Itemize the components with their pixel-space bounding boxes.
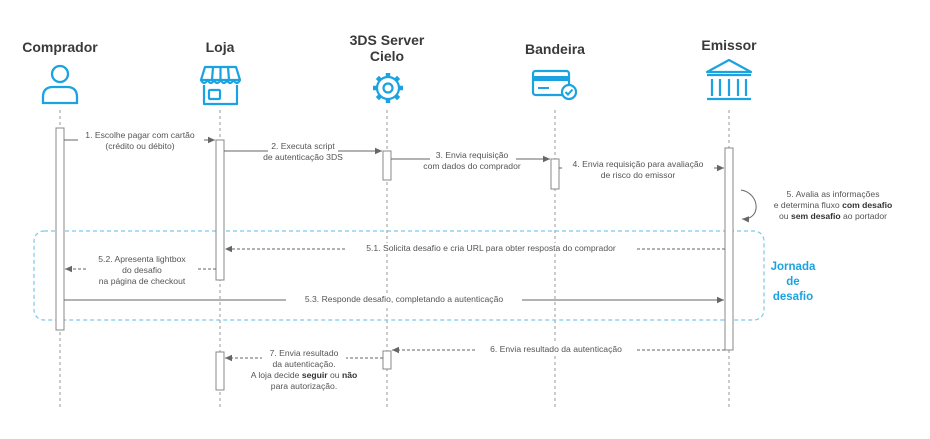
actor-title-comprador: Comprador bbox=[22, 39, 98, 55]
message-2-line2: de autenticação 3DS bbox=[263, 152, 343, 162]
journey-label-line2: de bbox=[786, 276, 799, 288]
message-5-line2-text: e determina fluxo bbox=[774, 200, 842, 210]
message-7-line4: para autorização. bbox=[271, 381, 337, 391]
activation-bandeira bbox=[550, 158, 560, 190]
halo-2 bbox=[268, 142, 338, 153]
actor-title-server-line2: Cielo bbox=[370, 48, 404, 64]
gear-icon bbox=[373, 73, 403, 103]
message-7-line3-pre: A loja decide bbox=[251, 370, 302, 380]
message-7-line3: A loja decide seguir ou não bbox=[251, 370, 358, 380]
actor-title-loja: Loja bbox=[206, 39, 235, 55]
halo-7 bbox=[262, 349, 346, 360]
message-7-line3-bold2: não bbox=[342, 370, 357, 380]
actor-title-server-line1: 3DS Server bbox=[350, 32, 425, 48]
halo-3 bbox=[430, 150, 516, 161]
message-5-line3-post: ao portador bbox=[841, 211, 887, 221]
message-5-2-line1: 5.2. Apresenta lightbox bbox=[98, 254, 186, 264]
arrow-5-self bbox=[740, 189, 757, 223]
message-7-line3-mid: ou bbox=[328, 370, 342, 380]
message-4-line2: de risco do emissor bbox=[601, 170, 676, 180]
message-6: 6. Envia resultado da autenticação bbox=[490, 344, 622, 354]
halo-1 bbox=[78, 131, 204, 142]
bank-icon bbox=[705, 58, 753, 101]
message-1-line1: 1. Escolhe pagar com cartão bbox=[85, 130, 195, 140]
message-5-2-line3: na página de checkout bbox=[99, 276, 186, 286]
halo-51 bbox=[346, 243, 636, 254]
challenge-journey-box bbox=[33, 230, 765, 321]
actor-title-bandeira: Bandeira bbox=[525, 41, 585, 57]
activation-server-2 bbox=[382, 350, 392, 370]
activation-loja-2 bbox=[215, 351, 225, 391]
activation-emissor bbox=[724, 147, 734, 351]
message-1-line2: (crédito ou débito) bbox=[105, 141, 174, 151]
activation-comprador bbox=[55, 127, 65, 331]
message-5-line2: e determina fluxo com desafio bbox=[774, 200, 892, 210]
message-5-1: 5.1. Solicita desafio e cria URL para ob… bbox=[366, 243, 616, 253]
message-5-line3: ou sem desafio ao portador bbox=[779, 211, 887, 221]
activation-server-1 bbox=[382, 150, 392, 181]
journey-label-line3: desafio bbox=[773, 291, 813, 303]
message-2-line1: 2. Executa script bbox=[271, 141, 335, 151]
message-5-line3-pre: ou bbox=[779, 211, 791, 221]
user-icon bbox=[41, 64, 79, 105]
label-halos bbox=[78, 131, 714, 360]
activations bbox=[55, 127, 734, 391]
message-7-line3-bold1: seguir bbox=[302, 370, 328, 380]
message-5-line2-bold: com desafio bbox=[842, 200, 892, 210]
halo-6 bbox=[476, 344, 636, 355]
store-icon bbox=[199, 65, 242, 106]
message-3-line1: 3. Envia requisição bbox=[436, 150, 509, 160]
card-check-icon bbox=[531, 69, 578, 101]
message-7-line1: 7. Envia resultado bbox=[270, 348, 339, 358]
message-5-2-line2: do desafio bbox=[122, 265, 162, 275]
message-5-line3-bold: sem desafio bbox=[791, 211, 841, 221]
message-7-line2: da autenticação. bbox=[272, 359, 335, 369]
actor-title-emissor: Emissor bbox=[701, 37, 757, 53]
message-4-line1: 4. Envia requisição para avaliação bbox=[573, 159, 704, 169]
message-5-line1: 5. Avalia as informações bbox=[787, 189, 880, 199]
message-3-line2: com dados do comprador bbox=[423, 161, 521, 171]
halo-4 bbox=[562, 159, 714, 170]
activation-loja-1 bbox=[215, 139, 225, 281]
message-5-3: 5.3. Responde desafio, completando a aut… bbox=[305, 294, 503, 304]
halo-53 bbox=[286, 294, 522, 305]
journey-label-line1: Jornada bbox=[771, 261, 816, 273]
halo-52 bbox=[86, 263, 198, 274]
